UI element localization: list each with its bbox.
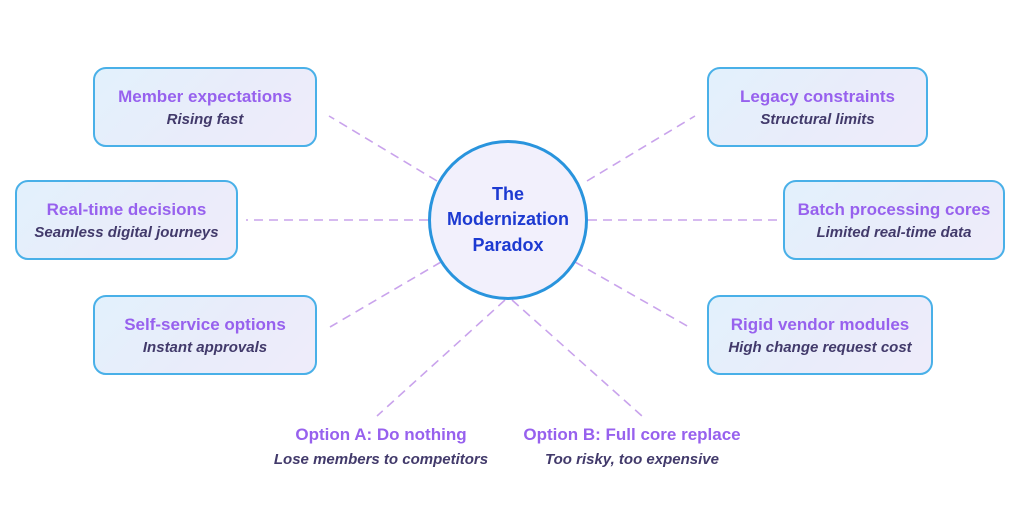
node-self-service-options: Self-service options Instant approvals [93, 295, 317, 375]
node-title: Self-service options [124, 314, 286, 334]
node-title: Rigid vendor modules [730, 314, 910, 334]
node-subtitle: High change request cost [728, 338, 912, 356]
node-rigid-vendor-modules: Rigid vendor modules High change request… [707, 295, 933, 375]
option-a-subtitle: Lose members to competitors [273, 451, 489, 468]
center-node-title: The Modernization Paradox [447, 184, 569, 255]
option-a-label: Option A: Do nothing Lose members to com… [261, 426, 501, 467]
node-subtitle: Rising fast [166, 110, 244, 128]
node-title: Real-time decisions [46, 199, 207, 219]
connector-legacy-constraints [586, 115, 696, 182]
connector-option-b [511, 299, 643, 417]
center-node-circle: The Modernization Paradox [428, 140, 588, 300]
node-title: Batch processing cores [797, 199, 991, 219]
connector-rigid-vendor-modules [574, 261, 690, 328]
node-member-expectations: Member expectations Rising fast [93, 67, 317, 147]
node-subtitle: Instant approvals [142, 338, 268, 356]
node-legacy-constraints: Legacy constraints Structural limits [707, 67, 928, 147]
node-title: Member expectations [118, 86, 292, 106]
option-b-title: Option B: Full core replace [523, 425, 741, 444]
node-subtitle: Structural limits [760, 110, 875, 128]
connector-option-a [376, 299, 506, 417]
node-title: Legacy constraints [740, 86, 895, 106]
node-subtitle: Seamless digital journeys [34, 223, 219, 241]
node-batch-processing-cores: Batch processing cores Limited real-time… [783, 180, 1005, 260]
connector-self-service-options [329, 261, 442, 328]
option-b-subtitle: Too risky, too expensive [545, 451, 719, 468]
option-a-title: Option A: Do nothing [295, 425, 467, 444]
connector-member-expectations [328, 115, 438, 182]
node-subtitle: Limited real-time data [816, 223, 972, 241]
node-real-time-decisions: Real-time decisions Seamless digital jou… [15, 180, 238, 260]
option-b-label: Option B: Full core replace Too risky, t… [512, 426, 752, 467]
